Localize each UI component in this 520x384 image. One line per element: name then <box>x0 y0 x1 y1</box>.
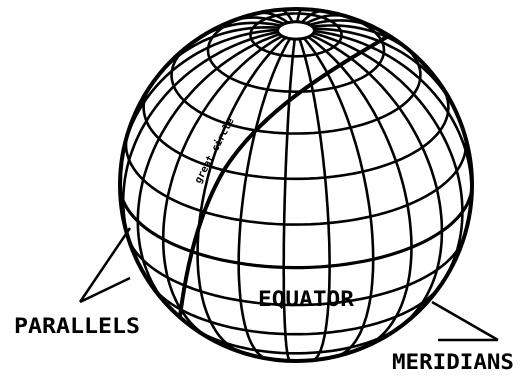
meridians-label: MERIDIANS <box>392 350 514 374</box>
meridians-pointer <box>432 302 498 340</box>
parallels-pointer <box>80 228 130 302</box>
equator-label: EQUATOR <box>258 287 354 311</box>
parallels-label: PARALLELS <box>14 314 140 338</box>
